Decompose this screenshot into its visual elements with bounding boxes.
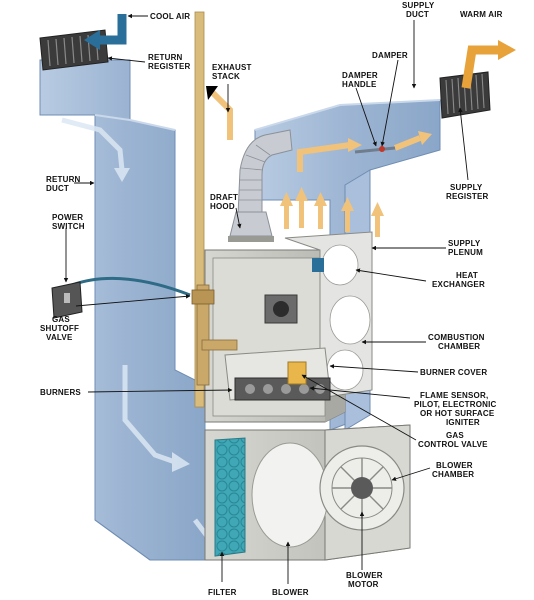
label-supply-plenum: SUPPLY PLENUM xyxy=(448,239,483,257)
labels: COOL AIR RETURN REGISTER EXHAUST STACK S… xyxy=(40,1,503,597)
label-cool-air: COOL AIR xyxy=(150,12,190,21)
leader-lines xyxy=(63,13,469,584)
gas-pipe xyxy=(191,284,238,386)
inducer-motor xyxy=(264,294,298,324)
label-gas-control-valve: GAS CONTROL VALVE xyxy=(418,431,488,449)
label-gas-shutoff-valve: GAS SHUTOFF VALVE xyxy=(40,315,81,342)
label-exhaust-stack: EXHAUST STACK xyxy=(212,63,254,81)
label-draft-hood: DRAFT HOOD xyxy=(210,193,241,211)
label-supply-register: SUPPLY REGISTER xyxy=(446,183,489,201)
draft-hood xyxy=(228,211,274,242)
label-blower: BLOWER xyxy=(272,588,309,597)
supply-register-grille xyxy=(439,71,491,119)
warm-air-arrow-icon xyxy=(461,40,516,89)
label-heat-exchanger: HEAT EXCHANGER xyxy=(432,271,485,289)
damper xyxy=(354,146,396,154)
label-damper-handle: DAMPER HANDLE xyxy=(342,71,380,89)
burner-assembly xyxy=(224,347,331,401)
label-flame-sensor: FLAME SENSOR, PILOT, ELECTRONIC OR HOT S… xyxy=(414,391,499,427)
flue-pipe xyxy=(237,129,293,216)
label-return-duct: RETURN DUCT xyxy=(46,175,83,193)
label-burner-cover: BURNER COVER xyxy=(420,368,487,377)
heat-exchanger xyxy=(284,231,373,399)
blower-wheel xyxy=(251,442,329,548)
label-blower-chamber: BLOWER CHAMBER xyxy=(432,461,475,479)
label-burners: BURNERS xyxy=(40,388,81,397)
label-power-switch: POWER SWITCH xyxy=(52,213,86,231)
label-return-register: RETURN REGISTER xyxy=(148,53,191,71)
label-combustion-chamber: COMBUSTION CHAMBER xyxy=(428,333,487,351)
label-supply-duct: SUPPLY DUCT xyxy=(402,1,437,19)
power-switch xyxy=(51,276,191,319)
label-filter: FILTER xyxy=(208,588,237,597)
label-blower-motor: BLOWER MOTOR xyxy=(346,571,385,589)
filter xyxy=(214,437,246,557)
label-warm-air: WARM AIR xyxy=(460,10,503,19)
cool-air-arrow-icon xyxy=(84,14,127,50)
supply-airflow-arrows xyxy=(280,131,432,237)
label-damper: DAMPER xyxy=(372,51,408,60)
blower-housing xyxy=(319,445,405,531)
